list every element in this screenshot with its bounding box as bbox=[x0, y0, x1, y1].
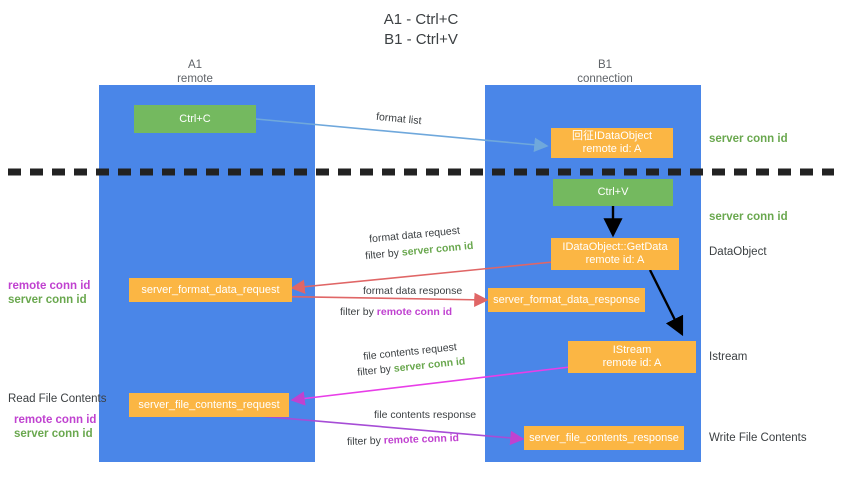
edge-label-format-data-response: format data response bbox=[363, 285, 463, 297]
box-server-file-contents-response-label: server_file_contents_response bbox=[529, 431, 679, 444]
note-dataobject: DataObject bbox=[709, 246, 767, 258]
arrow-format-list bbox=[255, 118, 549, 152]
lane-a1-sub: remote bbox=[177, 73, 213, 85]
note-server-conn-id-mid: server conn id bbox=[709, 211, 788, 223]
note-read-file-contents: Read File Contents bbox=[8, 393, 107, 405]
lane-b1-sub: connection bbox=[577, 73, 633, 85]
lane-a1-name: A1 bbox=[187, 59, 203, 71]
title-line-2: B1 - Ctrl+V bbox=[384, 31, 458, 48]
box-ctrl-v-line1: Ctrl+V bbox=[597, 186, 629, 198]
title-line-1: A1 - Ctrl+C bbox=[383, 11, 459, 28]
filter-prefix-2: filter by bbox=[340, 306, 377, 318]
box-idataobject-line2: remote id: A bbox=[582, 143, 642, 155]
lane-header-a1: A1 remote bbox=[120, 58, 270, 86]
note-istream: Istream bbox=[709, 351, 748, 363]
filter-prefix-1: filter by bbox=[364, 246, 403, 263]
box-server-file-contents-request-label: server_file_contents_request bbox=[138, 398, 280, 411]
filter-value-remote-conn-id-1: remote conn id bbox=[376, 306, 453, 318]
lane-b1-name: B1 bbox=[597, 59, 613, 71]
arrow-getdata-to-istream bbox=[648, 269, 684, 337]
box-ctrl-c[interactable]: Ctrl+C bbox=[134, 105, 256, 133]
box-idataobject-line1: 回征IDataObject bbox=[571, 130, 653, 142]
box-idataobject-getdata[interactable]: IDataObject::GetData remote id: A bbox=[551, 238, 679, 270]
arrow-format-data-request bbox=[290, 261, 554, 294]
box-ctrl-v[interactable]: Ctrl+V bbox=[553, 179, 673, 206]
box-server-format-data-response[interactable]: server_format_data_response bbox=[488, 288, 645, 312]
box-server-format-data-response-label: server_format_data_response bbox=[493, 293, 640, 306]
note-server-conn-id-1: server conn id bbox=[8, 294, 87, 306]
note-remote-conn-id-2: remote conn id bbox=[14, 414, 97, 426]
box-istream-line2: remote id: A bbox=[602, 357, 662, 369]
arrow-file-contents-request bbox=[290, 366, 571, 406]
filter-value-remote-conn-id-2: remote conn id bbox=[383, 432, 460, 447]
diagram-title: A1 - Ctrl+C B1 - Ctrl+V bbox=[0, 10, 842, 50]
box-idataobject[interactable]: 回征IDataObject remote id: A bbox=[551, 128, 673, 158]
edge-label-file-contents-response: file contents response bbox=[374, 409, 477, 421]
box-server-file-contents-request[interactable]: server_file_contents_request bbox=[129, 393, 289, 417]
box-ctrl-c-line1: Ctrl+C bbox=[179, 112, 211, 125]
box-getdata-line2: remote id: A bbox=[585, 254, 645, 266]
note-remote-conn-id-1: remote conn id bbox=[8, 280, 91, 292]
box-getdata-line1: IDataObject::GetData bbox=[562, 241, 668, 253]
note-server-conn-id-2: server conn id bbox=[14, 428, 93, 440]
note-server-conn-id-top: server conn id bbox=[709, 133, 788, 145]
note-write-file-contents: Write File Contents bbox=[709, 432, 807, 444]
edge-label-format-data-response-filter: filter by remote conn id bbox=[340, 305, 452, 319]
box-server-format-data-request-label: server_format_data_request bbox=[141, 283, 280, 296]
filter-prefix-3: filter by bbox=[356, 362, 395, 379]
box-istream-line1: IStream bbox=[612, 344, 652, 356]
box-server-file-contents-response[interactable]: server_file_contents_response bbox=[524, 426, 684, 450]
box-server-format-data-request[interactable]: server_format_data_request bbox=[129, 278, 292, 302]
filter-prefix-4: filter by bbox=[346, 434, 384, 448]
box-istream[interactable]: IStream remote id: A bbox=[568, 341, 696, 373]
lane-header-b1: B1 connection bbox=[530, 58, 680, 86]
